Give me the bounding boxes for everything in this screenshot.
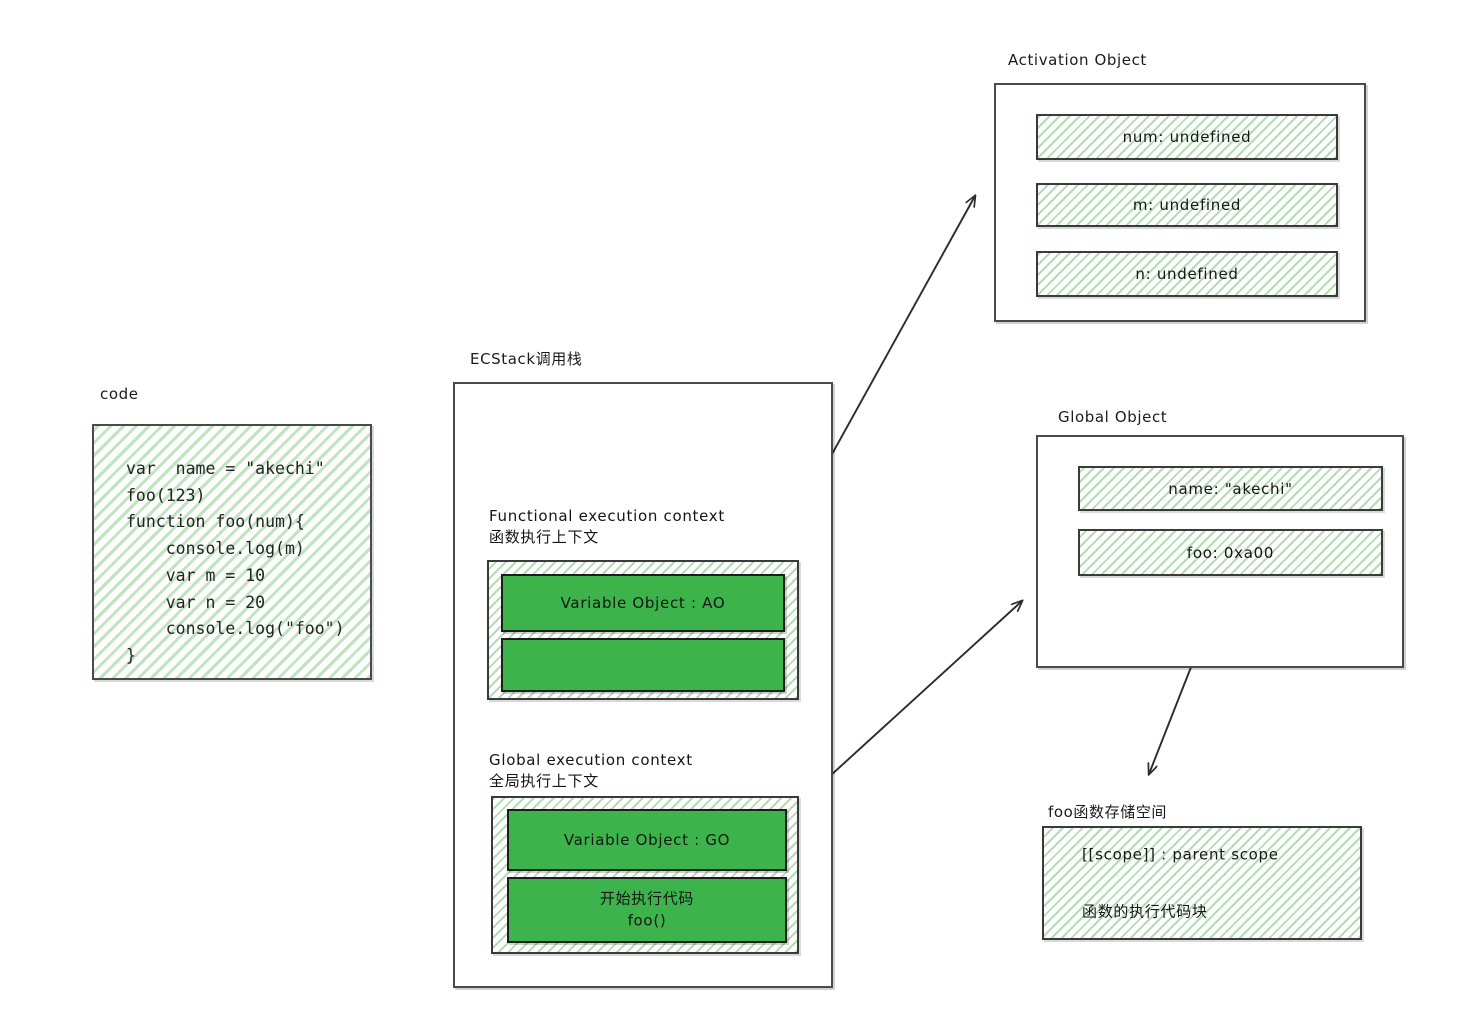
foo-storage-text: [[scope]] : parent scope 函数的执行代码块 bbox=[1082, 845, 1279, 921]
activation-entry-m-text: m: undefined bbox=[1132, 196, 1242, 214]
global-execution-context-frame: Variable Object : GO 开始执行代码 foo() bbox=[491, 796, 799, 954]
start-executing-code-text: 开始执行代码 foo() bbox=[599, 889, 695, 929]
variable-object-ao-row[interactable]: Variable Object : AO bbox=[501, 574, 785, 632]
global-entry-name-text: name: "akechi" bbox=[1168, 479, 1293, 498]
activation-object-label: Activation Object bbox=[1008, 51, 1147, 69]
foo-storage-label: foo函数存储空间 bbox=[1048, 803, 1168, 821]
start-executing-code-row[interactable]: 开始执行代码 foo() bbox=[507, 877, 787, 943]
foo-storage-box[interactable]: [[scope]] : parent scope 函数的执行代码块 bbox=[1042, 826, 1362, 940]
variable-object-ao-text: Variable Object : AO bbox=[560, 594, 726, 612]
global-entry-foo-text: foo: 0xa00 bbox=[1186, 543, 1275, 562]
activation-entry-num[interactable]: num: undefined bbox=[1036, 114, 1338, 160]
global-entry-name[interactable]: name: "akechi" bbox=[1078, 466, 1383, 511]
activation-entry-n-text: n: undefined bbox=[1135, 265, 1239, 283]
functional-execution-context-frame: Variable Object : AO bbox=[487, 560, 799, 700]
code-panel-box: var name = "akechi" foo(123) function fo… bbox=[92, 424, 372, 680]
ecstack-box: Functional execution context 函数执行上下文 Var… bbox=[453, 382, 833, 988]
global-object-box: name: "akechi" foo: 0xa00 bbox=[1036, 435, 1404, 668]
global-execution-context-label-cn: 全局执行上下文 bbox=[489, 772, 599, 790]
code-source: var name = "akechi" foo(123) function fo… bbox=[126, 459, 345, 666]
global-execution-context-label-en: Global execution context bbox=[489, 751, 693, 769]
variable-object-go-row[interactable]: Variable Object : GO bbox=[507, 809, 787, 871]
global-entry-foo[interactable]: foo: 0xa00 bbox=[1078, 529, 1383, 576]
activation-entry-num-text: num: undefined bbox=[1122, 128, 1252, 146]
functional-execution-context-label-cn: 函数执行上下文 bbox=[489, 528, 599, 546]
ecstack-label: ECStack调用栈 bbox=[470, 350, 583, 368]
functional-execution-context-label-en: Functional execution context bbox=[489, 507, 725, 525]
global-object-label: Global Object bbox=[1058, 408, 1168, 426]
code-panel-label: code bbox=[100, 385, 139, 403]
functional-context-empty-slot[interactable] bbox=[501, 638, 785, 692]
activation-entry-n[interactable]: n: undefined bbox=[1036, 251, 1338, 297]
activation-entry-m[interactable]: m: undefined bbox=[1036, 183, 1338, 227]
activation-object-box: num: undefined m: undefined n: undefined bbox=[994, 83, 1366, 322]
variable-object-go-text: Variable Object : GO bbox=[563, 831, 731, 849]
